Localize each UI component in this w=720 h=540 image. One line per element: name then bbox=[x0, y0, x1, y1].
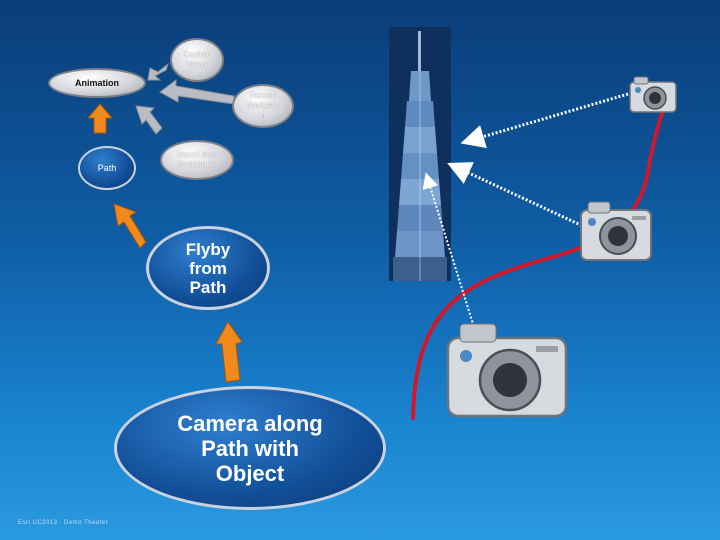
camera-along-path-node: Camera along Path with Object bbox=[114, 386, 386, 510]
capture-views-label: Capture Views bbox=[182, 50, 212, 69]
camera-icon-middle bbox=[580, 201, 652, 261]
sight-line-top bbox=[460, 92, 629, 149]
record-navigation-label: Record Navigatio n bbox=[246, 91, 280, 120]
import-bookmarks-node: Import from Bookmarks bbox=[160, 140, 234, 180]
animation-node: Animation bbox=[48, 68, 146, 98]
import-bookmarks-label: Import from Bookmarks bbox=[176, 150, 218, 169]
footer-text: Esri UC2013 . Demo Theater bbox=[18, 520, 109, 526]
animation-label: Animation bbox=[75, 78, 119, 88]
flyby-node: Flyby from Path bbox=[146, 226, 270, 310]
path-label: Path bbox=[97, 163, 117, 173]
flyby-label: Flyby from Path bbox=[185, 239, 231, 297]
camera-icon bbox=[629, 76, 677, 113]
path-node: Path bbox=[78, 146, 136, 190]
camera-icon-bottom bbox=[446, 323, 568, 418]
camera-along-path-label: Camera along Path with Object bbox=[177, 410, 323, 486]
record-navigation-node: Record Navigatio n bbox=[232, 84, 294, 128]
capture-views-node: Capture Views bbox=[170, 38, 224, 82]
arrow-icon bbox=[135, 62, 235, 135]
orange-arrow-icon bbox=[86, 103, 243, 383]
